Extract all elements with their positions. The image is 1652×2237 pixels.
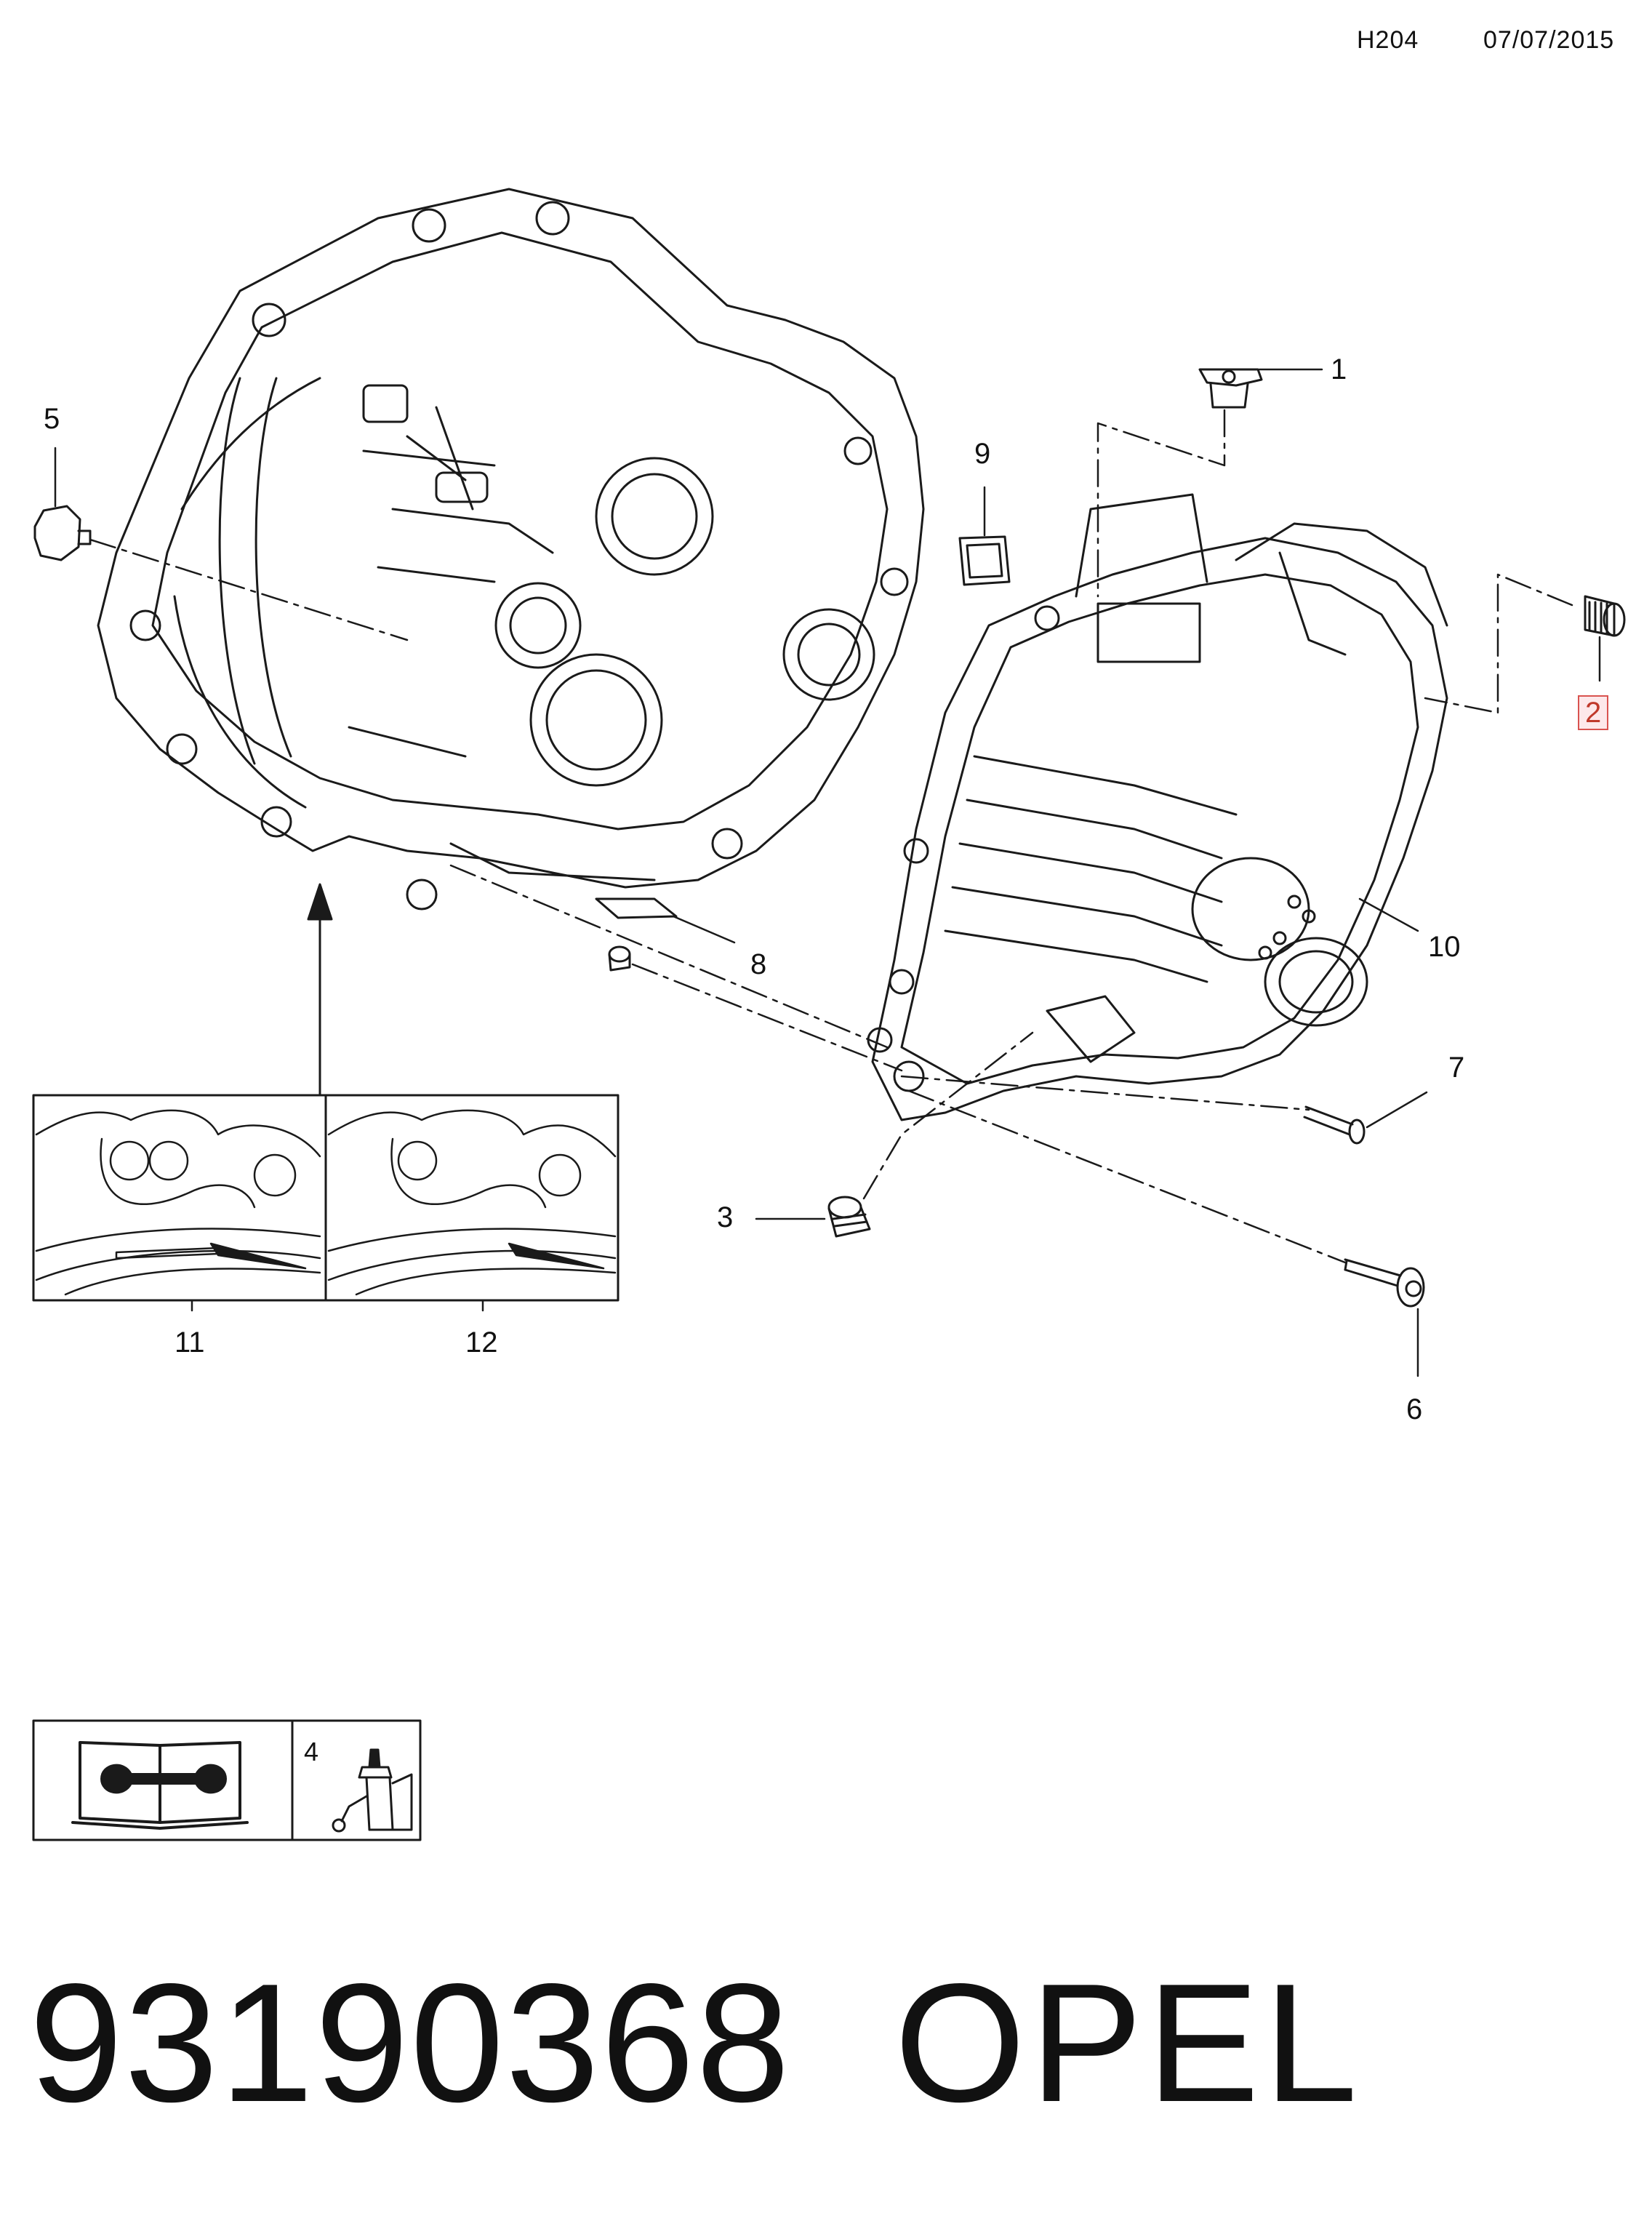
callout-10[interactable]: 10 — [1428, 931, 1461, 963]
detail-arrow — [307, 883, 333, 1097]
dowel-pin — [608, 945, 631, 972]
callout-7[interactable]: 7 — [1448, 1052, 1465, 1084]
detail-11-drawing — [35, 1109, 321, 1296]
part-5-hex-plug — [33, 505, 92, 561]
diagram-date: 07/07/2015 — [1483, 26, 1615, 54]
callout-9[interactable]: 9 — [974, 438, 991, 470]
part-number: 93190368 — [29, 1949, 792, 2137]
part-6-flange-bolt — [1344, 1258, 1425, 1308]
callout-1[interactable]: 1 — [1331, 353, 1347, 385]
callout-11[interactable]: 11 — [175, 1326, 205, 1358]
callout-8[interactable]: 8 — [750, 948, 767, 980]
legend-item-4: 4 — [304, 1737, 319, 1766]
diagram-code: H204 — [1357, 26, 1419, 54]
part-2-threaded-plug — [1584, 595, 1626, 637]
assembly-lines — [89, 409, 1573, 1264]
legend-box — [32, 1719, 422, 1841]
part-7-bolt — [1303, 1105, 1366, 1145]
service-manual-wrench-icon — [71, 1741, 249, 1830]
callout-5[interactable]: 5 — [44, 403, 60, 435]
leader-lines — [54, 368, 1601, 1377]
part-1-drain-plug — [1198, 368, 1263, 409]
callout-2[interactable]: 2 — [1578, 695, 1609, 730]
part-8-gasket — [595, 897, 678, 919]
clutch-housing — [97, 188, 925, 911]
callout-3[interactable]: 3 — [717, 1201, 734, 1233]
transmission-case — [867, 493, 1448, 1121]
sealant-bottle-icon — [332, 1748, 413, 1833]
detail-12-drawing — [327, 1109, 617, 1296]
part-3-threaded-plug — [827, 1196, 871, 1238]
brand-name: OPEL — [894, 1949, 1362, 2137]
part-9-seal — [958, 535, 1011, 586]
callout-12[interactable]: 12 — [465, 1326, 498, 1358]
detail-box — [32, 1094, 620, 1302]
callout-6[interactable]: 6 — [1406, 1393, 1423, 1425]
